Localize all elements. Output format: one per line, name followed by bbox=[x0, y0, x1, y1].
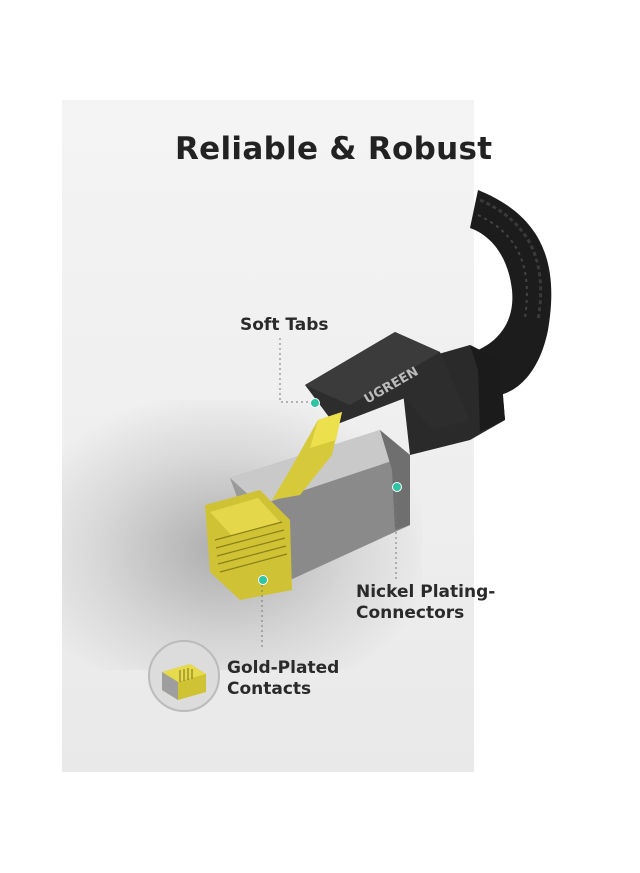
gold-plated-label: Gold-Plated Contacts bbox=[227, 658, 340, 699]
gold-dot bbox=[258, 575, 268, 585]
soft-tabs-dot bbox=[310, 398, 320, 408]
soft-tabs-label: Soft Tabs bbox=[240, 315, 329, 335]
gold-contacts-inset bbox=[148, 640, 220, 712]
nickel-dot bbox=[392, 482, 402, 492]
soft-tabs-leader bbox=[279, 338, 312, 403]
braided-cable bbox=[470, 190, 552, 400]
nickel-plating-label: Nickel Plating- Connectors bbox=[356, 582, 496, 623]
headline: Reliable & Robust bbox=[175, 131, 493, 167]
